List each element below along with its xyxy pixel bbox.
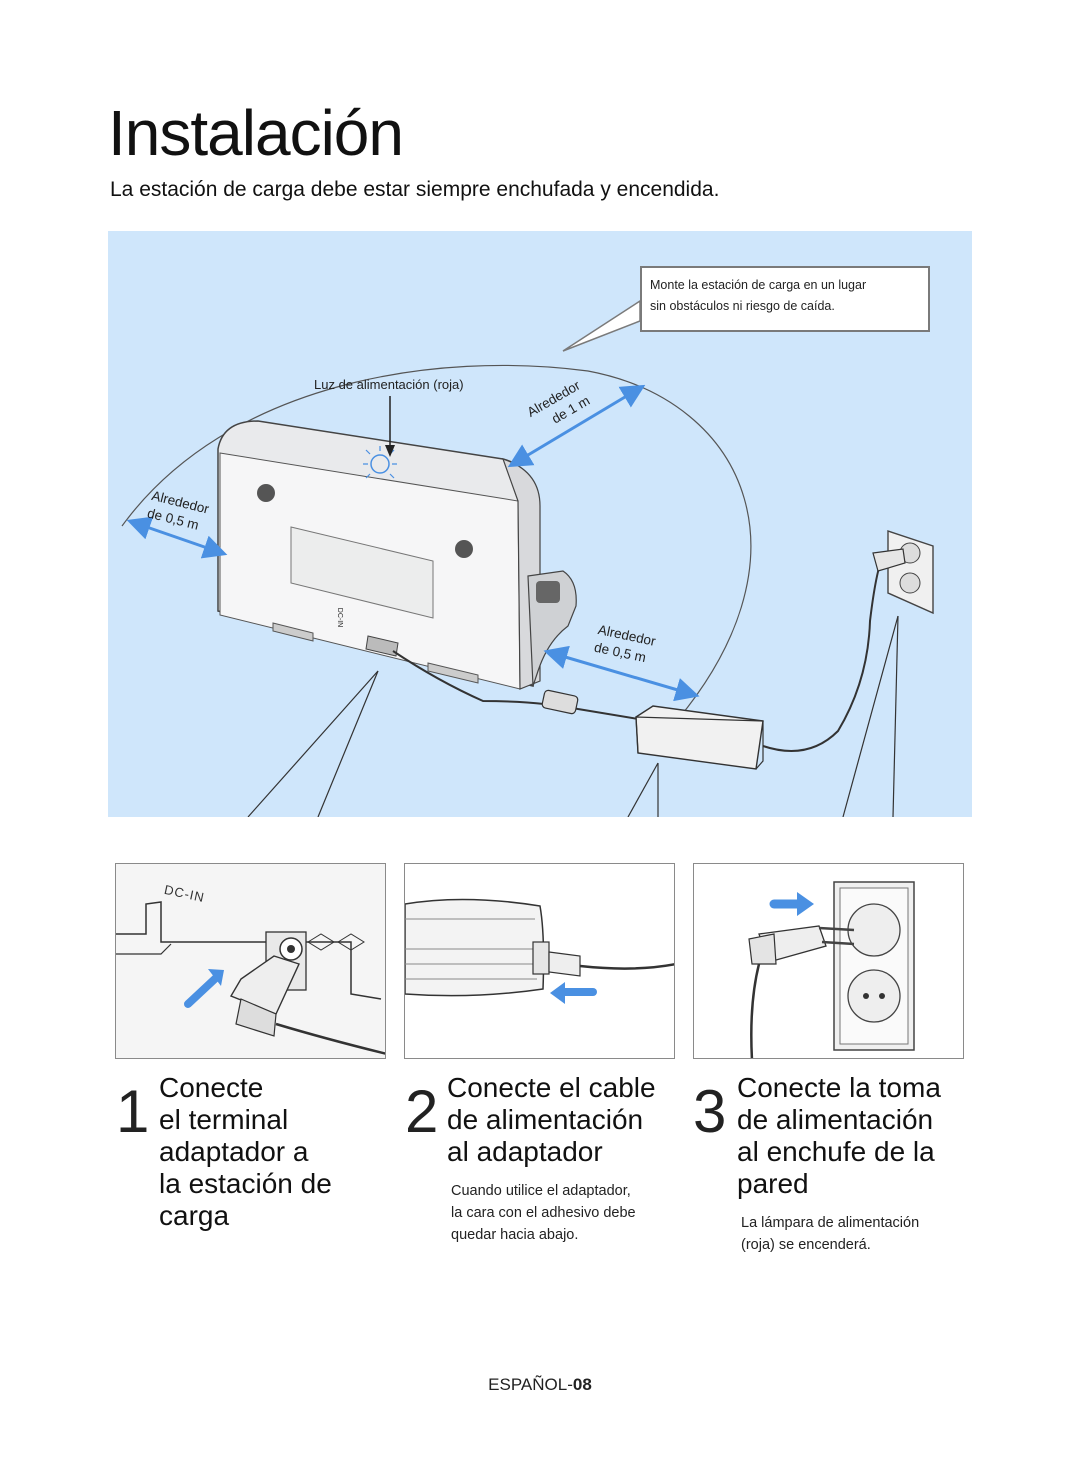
step-1-line: el terminal: [159, 1104, 289, 1135]
panel-connect-wall: [693, 863, 964, 1059]
step-2-line: al adaptador: [447, 1136, 603, 1167]
adapter-closeup-illustration: [405, 898, 674, 1004]
step-3-number: 3: [693, 1078, 727, 1145]
step-1-line: Conecte: [159, 1072, 264, 1103]
page-title: Instalación: [108, 97, 404, 169]
step-2-note-line: Cuando utilice el adaptador,: [451, 1183, 631, 1199]
step-2-note: Cuando utilice el adaptador, la cara con…: [451, 1180, 636, 1246]
clearance-arc: [121, 364, 752, 732]
step-3-note-line: La lámpara de alimentación: [741, 1215, 920, 1231]
dc-in-closeup-illustration: [116, 864, 385, 1058]
step-2-line: Conecte el cable: [447, 1072, 656, 1103]
step-1-line: adaptador a: [159, 1136, 309, 1167]
step-3-line: de alimentación: [737, 1104, 934, 1135]
step-3-line: al enchufe de la: [737, 1136, 935, 1167]
step-2-heading: Conecte el cable de alimentación al adap…: [447, 1072, 656, 1168]
footer-page-number: 08: [572, 1375, 592, 1394]
step-3-line: Conecte la toma: [737, 1072, 941, 1103]
step-2-line: de alimentación: [447, 1104, 644, 1135]
step-3-line: pared: [737, 1168, 809, 1199]
step-2-number: 2: [405, 1078, 439, 1145]
power-adapter: [635, 705, 764, 770]
callout-pointer: [562, 299, 641, 352]
step-1-line: la estación de: [159, 1168, 332, 1199]
step-2-note-line: quedar hacia abajo.: [451, 1227, 579, 1243]
placement-callout: Monte la estación de carga en un lugar s…: [640, 266, 930, 332]
step-1-heading: Conecte el terminal adaptador a la estac…: [159, 1072, 332, 1232]
ac-cable: [762, 555, 884, 752]
step-2-note-line: la cara con el adhesivo debe: [451, 1205, 636, 1221]
step-3-note: La lámpara de alimentación (roja) se enc…: [741, 1212, 919, 1256]
page-subtitle: La estación de carga debe estar siempre …: [110, 178, 720, 201]
callout-line-2: sin obstáculos ni riesgo de caída.: [650, 299, 835, 313]
step-3-heading: Conecte la toma de alimentación al enchu…: [737, 1072, 941, 1200]
step-3-note-line: (roja) se encenderá.: [741, 1237, 871, 1253]
power-light-label: Luz de alimentación (roja): [314, 377, 464, 392]
wall-outlet-closeup-illustration: [748, 881, 915, 1058]
charging-station: [217, 420, 577, 690]
wall-socket: [872, 530, 934, 615]
step-1-number: 1: [116, 1078, 150, 1145]
panel-connect-dc-in: DC-IN: [115, 863, 386, 1059]
panel-connect-adapter: [404, 863, 675, 1059]
dc-in-small-label: DC-IN: [336, 607, 344, 628]
footer-language: ESPAÑOL-: [488, 1375, 573, 1394]
page-footer: ESPAÑOL-08: [0, 1375, 1080, 1395]
installation-diagram: Monte la estación de carga en un lugar s…: [108, 231, 972, 817]
callout-line-1: Monte la estación de carga en un lugar: [650, 278, 867, 292]
installation-illustration: [121, 299, 934, 817]
step-1-line: carga: [159, 1200, 230, 1231]
